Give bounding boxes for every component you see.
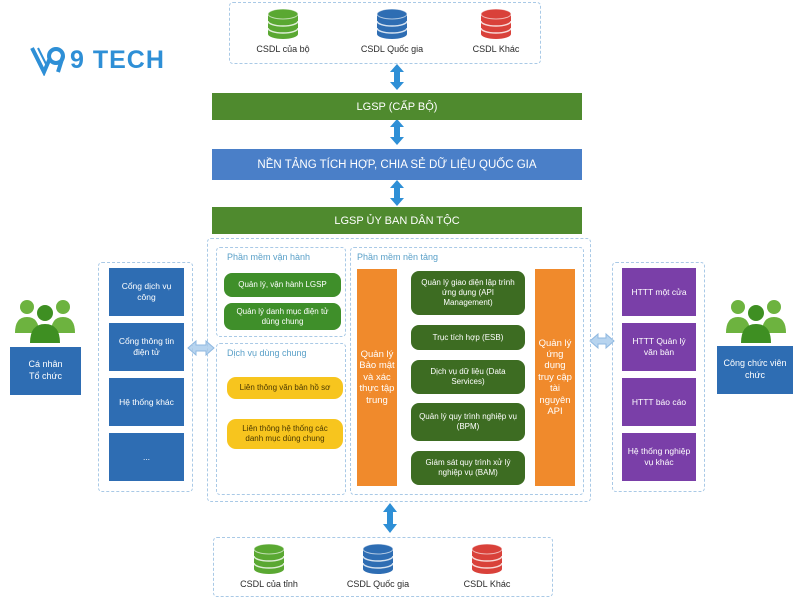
people-icon-left	[15, 300, 75, 343]
top-database-0: CSDL của bộ	[238, 8, 328, 54]
api-access-box: Quản lý ứng dụng truy cập tài nguyên API	[535, 269, 575, 486]
platform-item-data-services: Dịch vụ dữ liệu (Data Services)	[411, 360, 525, 394]
database-icon	[471, 543, 503, 574]
person-label-citizens: Cá nhân Tổ chức	[10, 347, 81, 395]
operation-software-title: Phần mềm vận hành	[227, 252, 311, 262]
database-icon	[362, 543, 394, 574]
platform-item-esb: Trục tích hợp (ESB)	[411, 325, 525, 350]
security-management-box: Quản lý Bảo mật và xác thực tập trung	[357, 269, 397, 486]
database-label: CSDL của tỉnh	[240, 579, 298, 589]
left-item-info-portal: Cổng thông tin điện tử	[109, 323, 184, 371]
operation-item-2: Quản lý danh mục điện tử dùng chung	[224, 303, 341, 330]
database-icon	[376, 8, 408, 39]
database-icon	[480, 8, 512, 39]
shared-services-title: Dịch vụ dùng chung	[227, 348, 307, 358]
top-database-1: CSDL Quốc gia	[347, 8, 437, 54]
right-item-other-business: Hệ thống nghiệp vụ khác	[622, 433, 696, 481]
people-icon-right	[726, 300, 786, 343]
logo-mark-icon	[30, 47, 65, 76]
shared-services-group	[216, 343, 346, 495]
database-label: CSDL Khác	[472, 44, 520, 54]
shared-service-item-2: Liên thông hệ thống các danh mục dùng ch…	[227, 419, 343, 449]
platform-software-title: Phần mềm nền tảng	[357, 252, 439, 262]
database-label: CSDL Quốc gia	[346, 579, 410, 589]
database-icon	[253, 543, 285, 574]
right-item-one-stop: HTTT một cửa	[622, 268, 696, 316]
bottom-database-0: CSDL của tỉnh	[224, 543, 314, 589]
platform-item-bam: Giám sát quy trình xử lý nghiệp vụ (BAM)	[411, 451, 525, 485]
right-systems-group	[612, 262, 705, 492]
database-label: CSDL của bộ	[256, 44, 310, 54]
bottom-database-2: CSDL Khác	[442, 543, 532, 589]
left-item-public-service-portal: Cổng dịch vụ công	[109, 268, 184, 316]
operation-software-group	[216, 247, 346, 337]
top-database-2: CSDL Khác	[451, 8, 541, 54]
right-item-document-mgmt: HTTT Quản lý văn bản	[622, 323, 696, 371]
platform-item-api-management: Quản lý giao diện lập trình ứng dụng (AP…	[411, 271, 525, 315]
bottom-database-1: CSDL Quốc gia	[333, 543, 423, 589]
operation-item-1: Quản lý, vận hành LGSP	[224, 273, 341, 297]
database-label: CSDL Quốc gia	[360, 44, 424, 54]
logo-text: 9 TECH	[70, 45, 165, 74]
lgsp-uy-ban-bar: LGSP ỦY BAN DÂN TỘC	[212, 207, 582, 234]
left-item-other-systems: Hệ thống khác	[109, 378, 184, 426]
national-platform-bar: NỀN TẢNG TÍCH HỢP, CHIA SẺ DỮ LIỆU QUỐC …	[212, 149, 582, 180]
central-container	[207, 238, 591, 502]
left-item-more: ...	[109, 433, 184, 481]
platform-item-bpm: Quản lý quy trình nghiệp vụ (BPM)	[411, 403, 525, 441]
database-icon	[267, 8, 299, 39]
right-item-reporting: HTTT báo cáo	[622, 378, 696, 426]
shared-service-item-1: Liên thông văn bản hồ sơ	[227, 377, 343, 399]
logo: 9 TECH	[30, 44, 165, 76]
database-label: CSDL Khác	[463, 579, 511, 589]
top-database-group	[229, 2, 541, 64]
person-label-civil-servants: Công chức viên chức	[717, 346, 793, 394]
lgsp-cap-bo-bar: LGSP (CẤP BỘ)	[212, 93, 582, 120]
left-systems-group	[98, 262, 193, 492]
platform-software-group	[350, 247, 584, 495]
bottom-database-group	[213, 537, 553, 597]
